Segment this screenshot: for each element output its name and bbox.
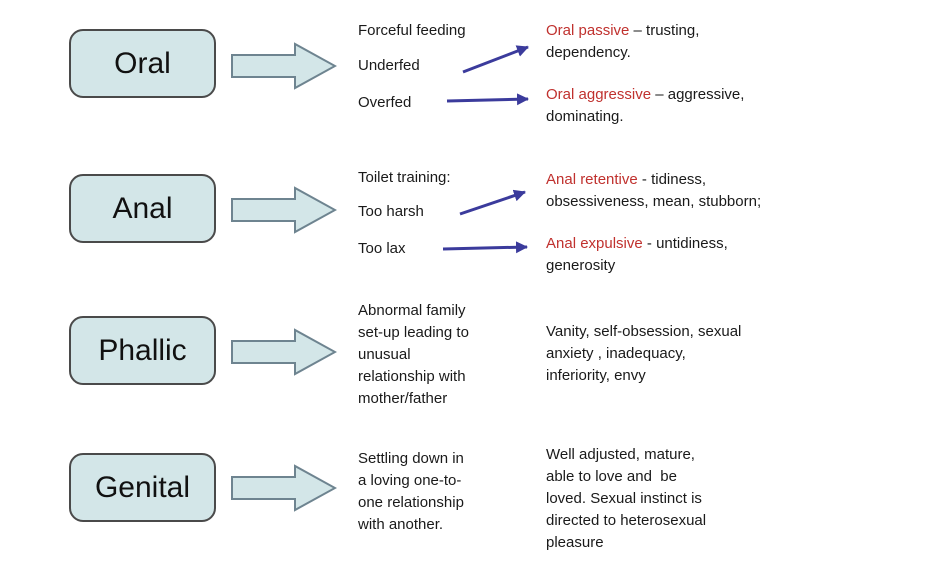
cause-phallic-line: Abnormal family (358, 302, 466, 319)
stage-box-genital: Genital (69, 453, 216, 522)
connector-arrow-underfed (462, 45, 529, 74)
connector-arrow-too-harsh (459, 189, 526, 216)
outcome-description: – trusting, dependency. (546, 22, 704, 61)
block-arrow-anal (231, 186, 337, 234)
outcome-description: – aggressive, dominating. (546, 86, 749, 125)
cause-genital-line: with another. (358, 516, 444, 533)
outcome-phallic-line: inferiority, envy (546, 367, 646, 384)
cause-too-lax: Too lax (358, 240, 406, 257)
stage-box-oral: Oral (69, 29, 216, 98)
outcome-genital-line: directed to heterosexual (546, 512, 707, 529)
stage-label-anal: Anal (112, 191, 173, 225)
connector-arrow-overfed (446, 93, 529, 106)
block-arrow-oral (231, 42, 337, 90)
cause-forceful-feeding: Forceful feeding (358, 22, 466, 39)
cause-genital-line: Settling down in (358, 450, 464, 467)
outcome-phallic-line: Vanity, self-obsession, sexual (546, 323, 742, 340)
cause-phallic-line: unusual (358, 346, 411, 363)
outcome-description: - tidiness, obsessiveness, mean, stubbor… (546, 171, 762, 210)
cause-genital-line: one relationship (358, 494, 464, 511)
outcome-genital-line: pleasure (546, 534, 604, 551)
stage-box-anal: Anal (69, 174, 216, 243)
outcome-term: Oral passive (546, 22, 630, 39)
cause-phallic-line: mother/father (358, 390, 448, 407)
outcome-description: - untidiness, generosity (546, 235, 732, 274)
stage-box-phallic: Phallic (69, 316, 216, 385)
outcome-genital-line: loved. Sexual instinct is (546, 490, 702, 507)
block-arrow-phallic (231, 328, 337, 376)
cause-toilet-training: Toilet training: (358, 169, 451, 186)
cause-phallic-paragraph: Abnormal family set-up leading to unusua… (358, 300, 518, 410)
outcome-oral-aggressive: Oral aggressive – aggressive, dominating… (546, 84, 776, 128)
outcome-genital-line: Well adjusted, mature, (546, 446, 695, 463)
outcome-anal-expulsive: Anal expulsive - untidiness, generosity (546, 233, 786, 277)
stage-label-phallic: Phallic (98, 333, 187, 367)
outcome-anal-retentive: Anal retentive - tidiness, obsessiveness… (546, 169, 798, 213)
cause-genital-paragraph: Settling down in a loving one-to- one re… (358, 448, 518, 536)
cause-too-harsh: Too harsh (358, 203, 424, 220)
outcome-genital-line: able to love and be (546, 468, 677, 485)
outcome-term: Anal expulsive (546, 235, 643, 252)
connector-arrow-too-lax (442, 241, 528, 254)
cause-overfed: Overfed (358, 94, 412, 111)
stage-label-genital: Genital (94, 470, 191, 504)
outcome-oral-passive: Oral passive – trusting, dependency. (546, 20, 776, 64)
cause-genital-line: a loving one-to- (358, 472, 462, 489)
cause-underfed: Underfed (358, 57, 420, 74)
outcome-phallic-paragraph: Vanity, self-obsession, sexual anxiety ,… (546, 321, 826, 387)
outcome-term: Oral aggressive (546, 86, 652, 103)
stage-label-oral: Oral (114, 46, 171, 80)
outcome-phallic-line: anxiety , inadequacy, (546, 345, 686, 362)
block-arrow-genital (231, 464, 337, 512)
cause-phallic-line: relationship with (358, 368, 466, 385)
outcome-genital-paragraph: Well adjusted, mature, able to love and … (546, 444, 826, 554)
outcome-term: Anal retentive (546, 171, 638, 188)
cause-phallic-line: set-up leading to (358, 324, 469, 341)
